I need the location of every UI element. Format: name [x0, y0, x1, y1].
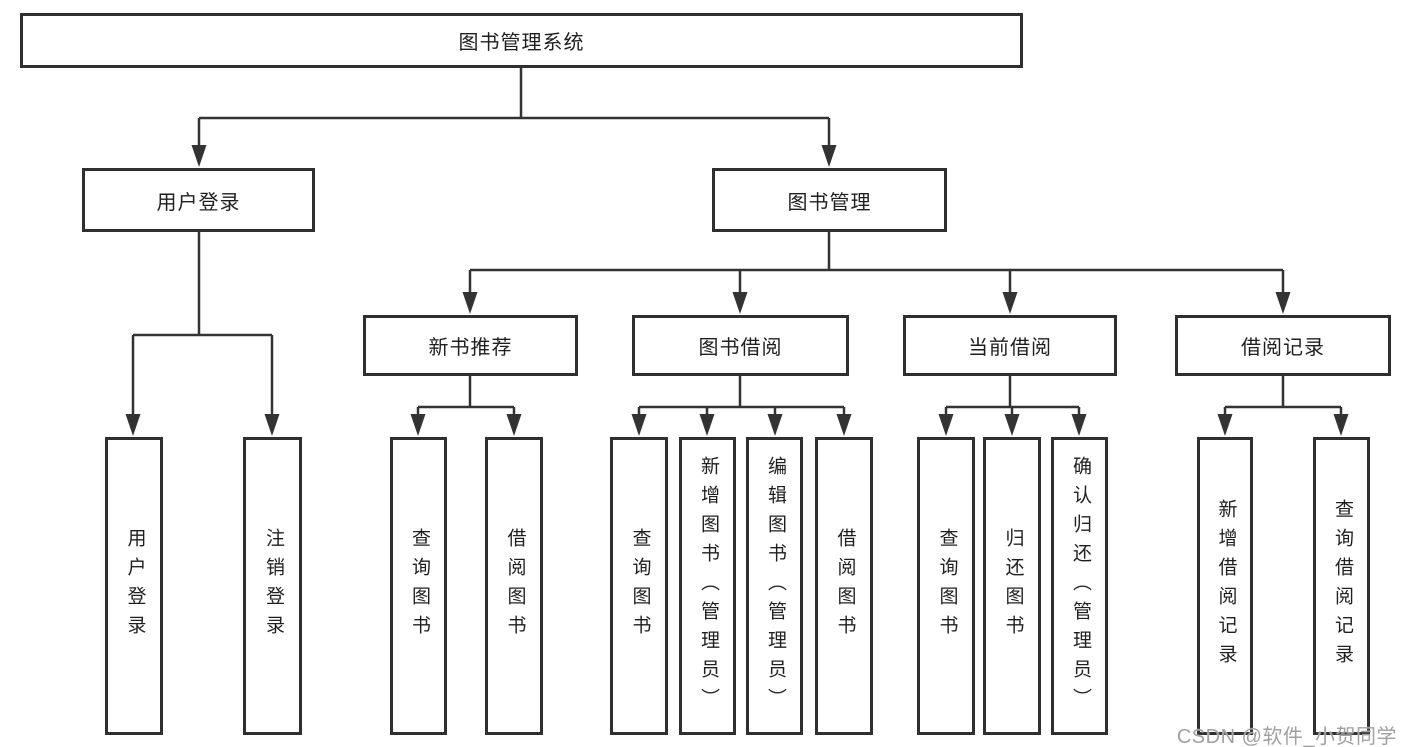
- leaf-borrow-add-books-admin: 新增图书（管理员）: [679, 437, 736, 735]
- leaf-borrow-query-books-label: 查询图书: [629, 528, 651, 644]
- node-book-borrowing: 图书借阅: [632, 315, 849, 376]
- arrowhead-icons: [125, 145, 1349, 436]
- leaf-borrow-add-books-admin-label: 新增图书（管理员）: [697, 455, 719, 717]
- node-root: 图书管理系统: [20, 13, 1023, 68]
- leaf-newbook-query-books: 查询图书: [390, 437, 447, 735]
- node-user-login: 用户登录: [82, 168, 315, 232]
- leaf-record-add-borrow-record: 新增借阅记录: [1197, 437, 1253, 735]
- leaf-borrow-borrow-books: 借阅图书: [815, 437, 873, 735]
- leaf-logout-label: 注销登录: [262, 528, 284, 644]
- leaf-record-add-borrow-record-label: 新增借阅记录: [1215, 499, 1237, 673]
- leaf-record-query-borrow-record: 查询借阅记录: [1313, 437, 1370, 735]
- leaf-user-login-label: 用户登录: [124, 528, 146, 644]
- leaf-newbook-borrow-books-label: 借阅图书: [504, 528, 526, 644]
- leaf-newbook-query-books-label: 查询图书: [408, 528, 430, 644]
- leaf-logout: 注销登录: [243, 437, 302, 735]
- node-borrowing-records: 借阅记录: [1175, 315, 1391, 376]
- leaf-record-query-borrow-record-label: 查询借阅记录: [1331, 499, 1353, 673]
- leaf-current-return-books-label: 归还图书: [1002, 528, 1024, 644]
- node-new-book-recommend: 新书推荐: [363, 315, 578, 376]
- watermark-text: CSDN @软件_小贺同学: [1176, 726, 1397, 747]
- leaf-user-login: 用户登录: [105, 437, 163, 735]
- leaf-current-confirm-return-admin-label: 确认归还（管理员）: [1069, 455, 1091, 717]
- leaf-current-return-books: 归还图书: [983, 437, 1041, 735]
- leaf-borrow-borrow-books-label: 借阅图书: [834, 528, 856, 644]
- node-book-management: 图书管理: [712, 168, 947, 232]
- leaf-borrow-edit-books-admin: 编辑图书（管理员）: [746, 437, 803, 735]
- leaf-current-confirm-return-admin: 确认归还（管理员）: [1051, 437, 1108, 735]
- leaf-newbook-borrow-books: 借阅图书: [485, 437, 543, 735]
- leaf-current-query-books-label: 查询图书: [936, 528, 958, 644]
- leaf-current-query-books: 查询图书: [917, 437, 975, 735]
- node-current-borrowing: 当前借阅: [903, 315, 1117, 376]
- leaf-borrow-query-books: 查询图书: [610, 437, 668, 735]
- leaf-borrow-edit-books-admin-label: 编辑图书（管理员）: [764, 455, 786, 717]
